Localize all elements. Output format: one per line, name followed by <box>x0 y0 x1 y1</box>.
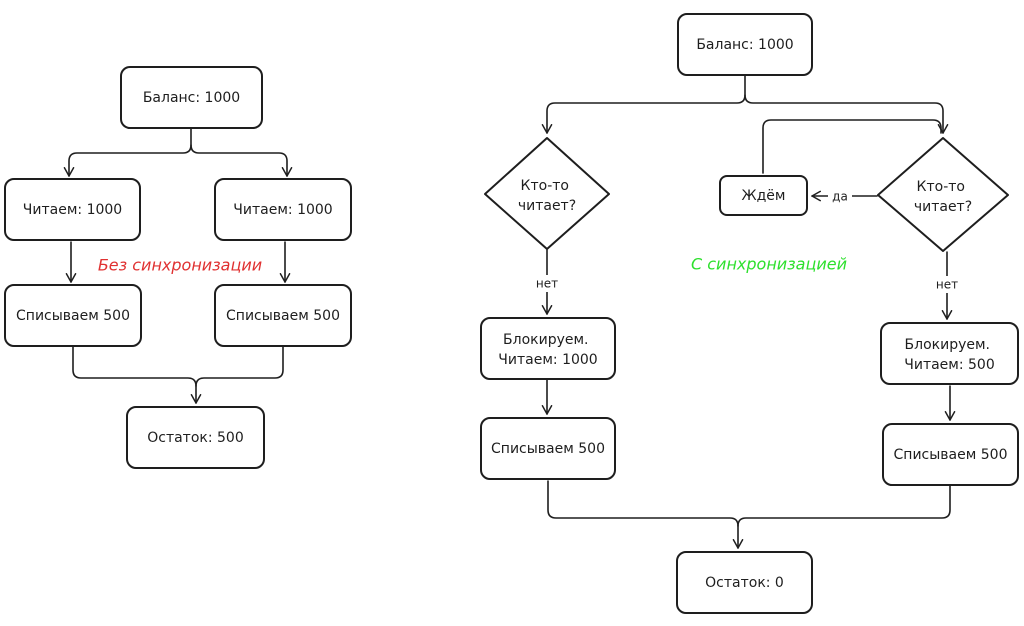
edge-balance-to-check-b <box>744 94 949 134</box>
node-lock-read-a-line2: Читаем: 1000 <box>498 352 597 368</box>
node-wait-label: Ждём <box>742 188 786 204</box>
decision-check-a-label: Кто-то читает? <box>518 178 576 214</box>
node-result: Остаток: 500 <box>126 406 265 469</box>
decision-check-a-line2: читает? <box>518 198 576 214</box>
node-read-a-label: Читаем: 1000 <box>23 202 122 218</box>
edge-debit-b-to-result <box>195 346 284 387</box>
node-balance-label: Баланс: 1000 <box>696 37 793 53</box>
diagram-title-with-sync: С синхронизацией <box>691 255 847 274</box>
node-lock-read-b-label: Блокируем. Читаем: 500 <box>904 337 995 373</box>
edge-balance-to-read-b <box>190 144 293 177</box>
diagram-title-without-sync: Без синхронизации <box>98 256 262 275</box>
node-lock-read-b-line2: Читаем: 500 <box>904 357 995 373</box>
node-result: Остаток: 0 <box>676 551 813 614</box>
node-lock-read-a: Блокируем. Читаем: 1000 <box>480 317 616 380</box>
node-balance: Баланс: 1000 <box>677 13 813 76</box>
node-lock-read-a-line1: Блокируем. <box>503 332 588 348</box>
node-debit-a: Списываем 500 <box>480 417 616 480</box>
diagram-with-sync: да нет нет Баланс: 1000 Кто-то читает? К… <box>480 13 1019 614</box>
node-lock-read-a-label: Блокируем. Читаем: 1000 <box>498 332 597 368</box>
node-debit-b-label: Списываем 500 <box>894 447 1008 463</box>
edge-label-no-b: нет <box>936 278 958 292</box>
edge-debit-a-to-result <box>547 480 744 549</box>
node-read-a: Читаем: 1000 <box>4 178 141 241</box>
node-lock-read-b-line1: Блокируем. <box>905 337 990 353</box>
node-balance: Баланс: 1000 <box>120 66 263 129</box>
node-balance-label: Баланс: 1000 <box>143 90 240 106</box>
node-result-label: Остаток: 500 <box>147 430 244 446</box>
edge-debit-a-to-result <box>72 346 202 404</box>
decision-check-b: Кто-то читает? <box>877 137 1009 252</box>
node-read-b-label: Читаем: 1000 <box>233 202 332 218</box>
node-debit-b: Списываем 500 <box>882 423 1019 486</box>
edge-label-yes: да <box>832 190 848 204</box>
edge-wait-loop-back <box>762 119 942 174</box>
edge-balance-to-read-a <box>63 126 192 177</box>
decision-check-b-label: Кто-то читает? <box>914 179 972 215</box>
node-read-b: Читаем: 1000 <box>214 178 352 241</box>
decision-check-a: Кто-то читает? <box>484 137 610 250</box>
node-lock-read-b: Блокируем. Читаем: 500 <box>880 322 1019 385</box>
node-debit-a: Списываем 500 <box>4 284 142 347</box>
node-debit-a-label: Списываем 500 <box>491 441 605 457</box>
decision-check-b-line2: читает? <box>914 199 972 215</box>
decision-check-a-line1: Кто-то <box>521 178 569 194</box>
diagram-without-sync: Баланс: 1000 Читаем: 1000 Читаем: 1000 С… <box>4 66 352 469</box>
node-debit-b-label: Списываем 500 <box>226 308 340 324</box>
decision-check-b-line1: Кто-то <box>917 179 965 195</box>
edge-debit-b-to-result <box>737 485 951 527</box>
node-debit-a-label: Списываем 500 <box>16 308 130 324</box>
node-wait: Ждём <box>719 175 808 216</box>
node-debit-b: Списываем 500 <box>214 284 352 347</box>
node-result-label: Остаток: 0 <box>705 575 784 591</box>
edge-balance-to-check-a <box>541 75 746 134</box>
edge-label-no-a: нет <box>536 277 558 291</box>
